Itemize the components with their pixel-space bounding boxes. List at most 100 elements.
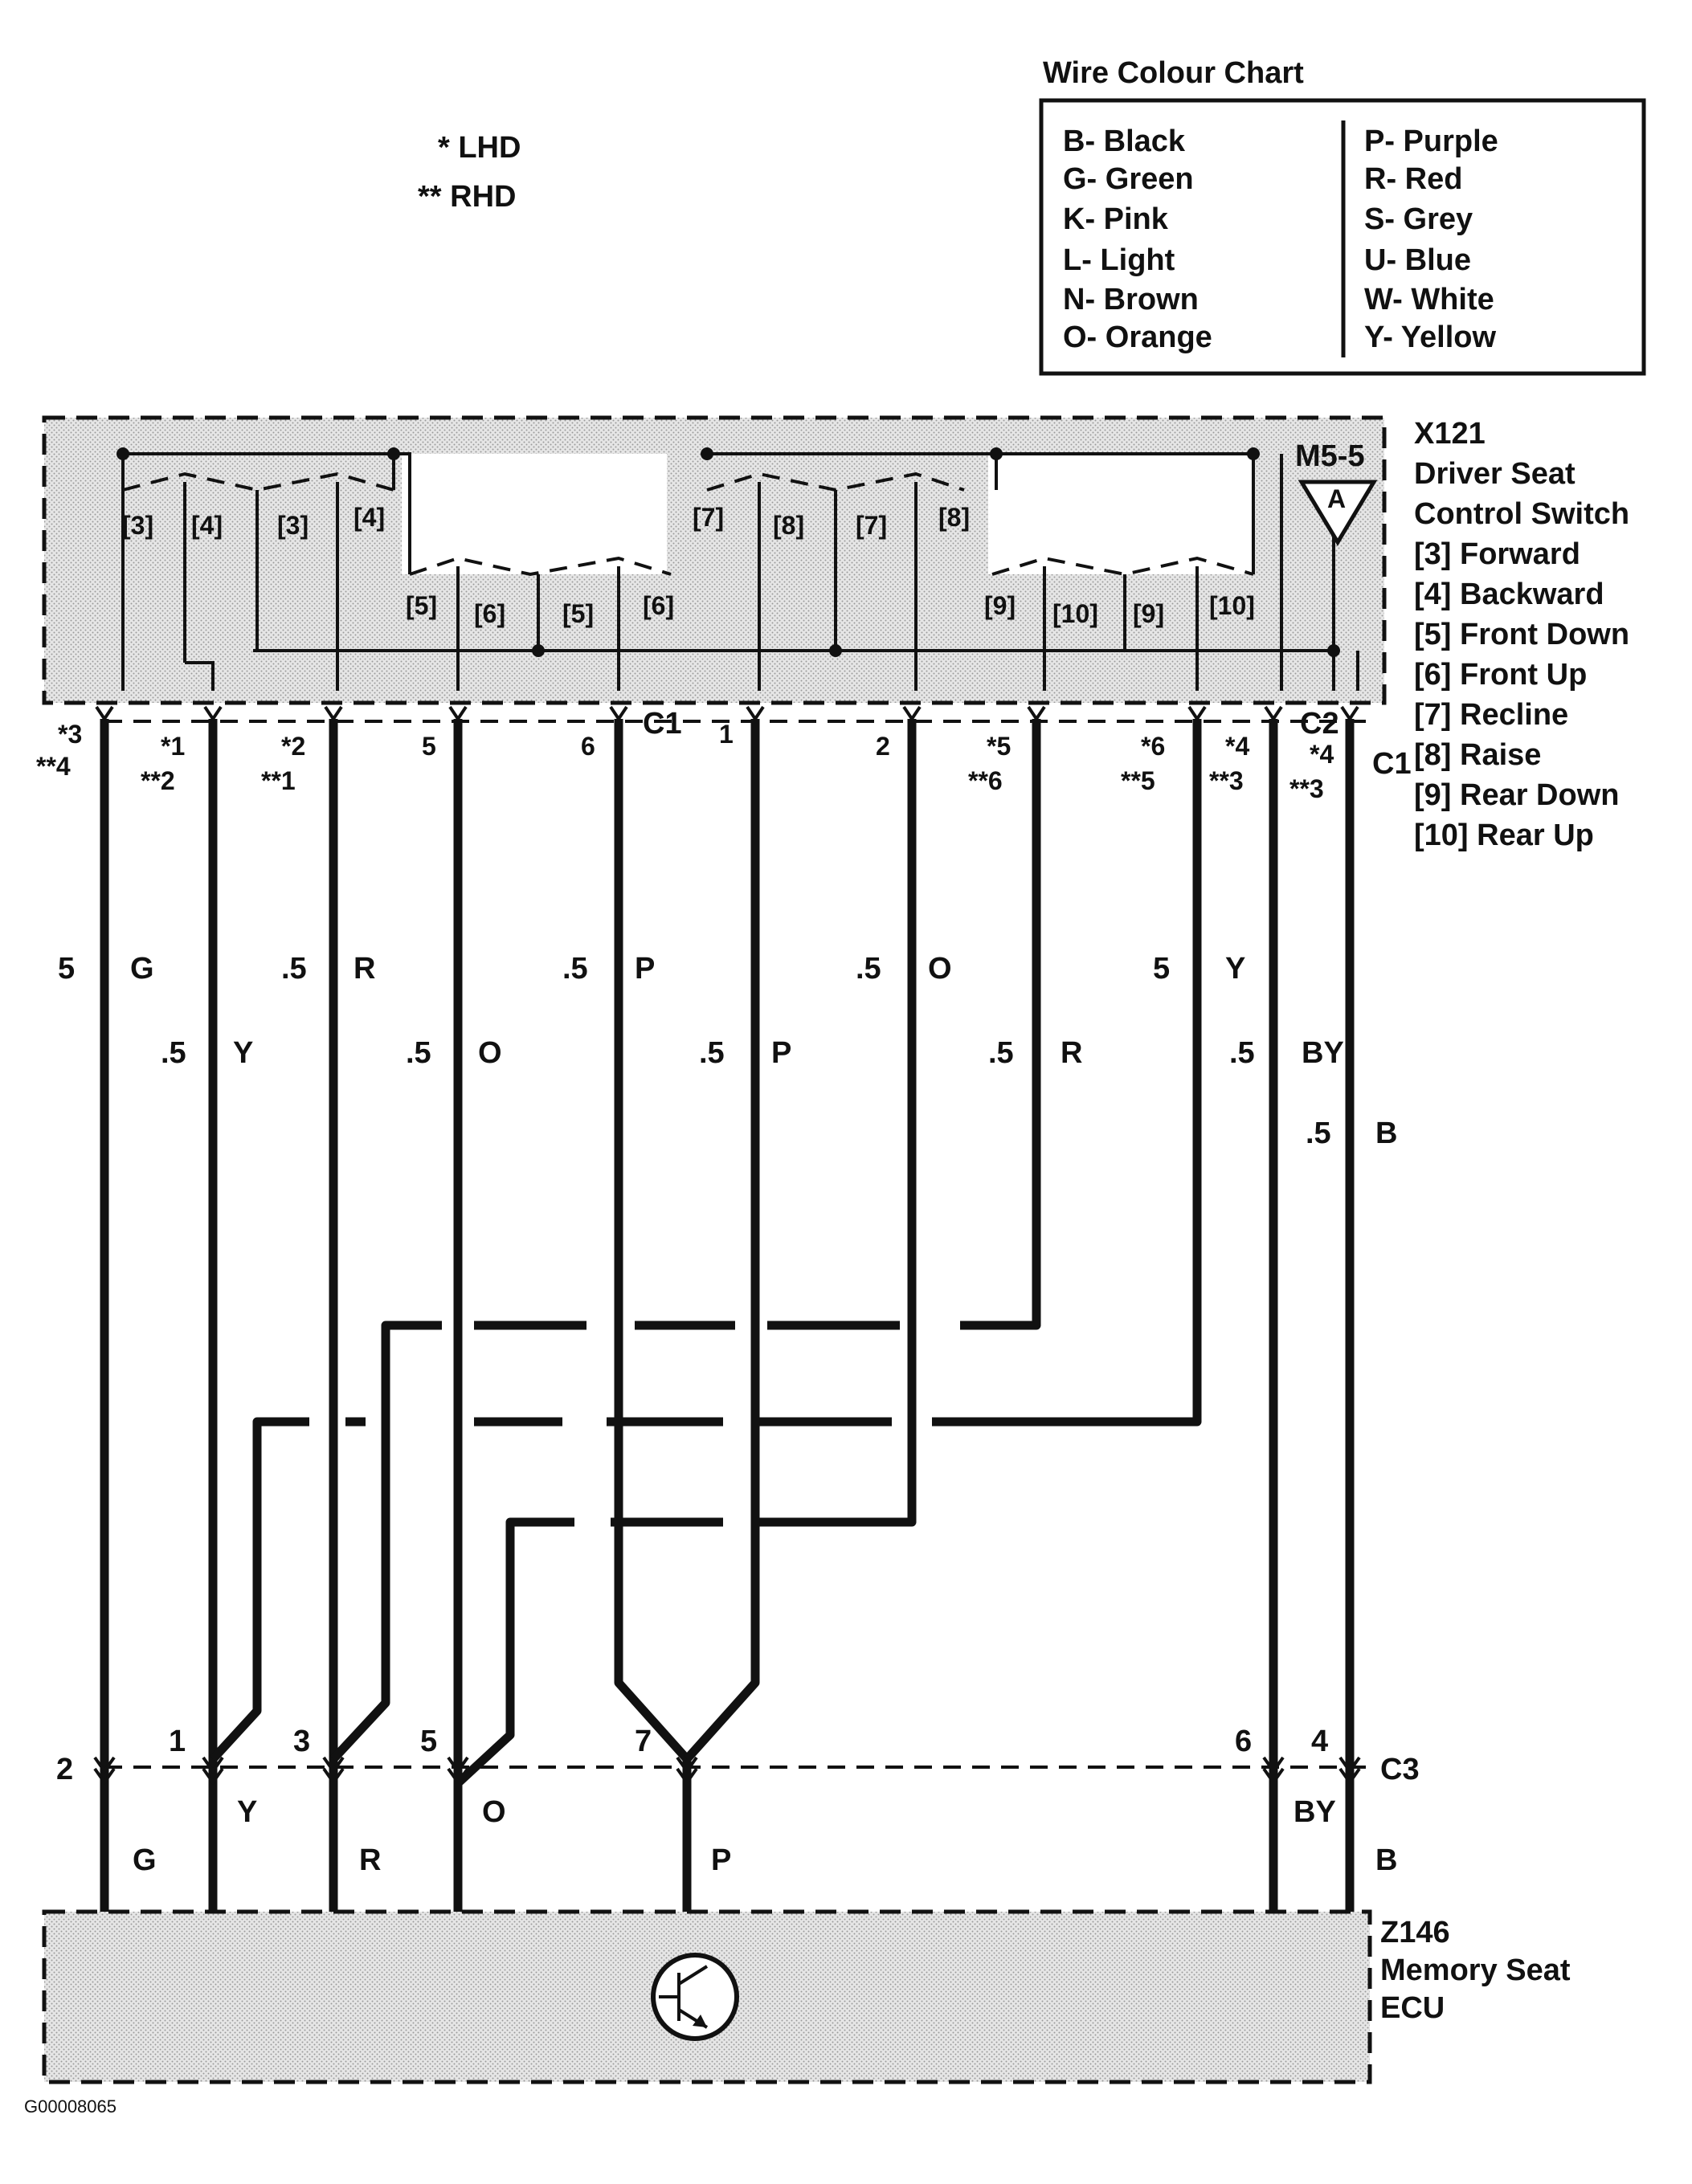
- connector-c3-label: C3: [1380, 1753, 1420, 1786]
- pin-lhd: *4: [1225, 732, 1249, 761]
- rhd-note: ** RHD: [418, 180, 516, 214]
- wire-colour: B: [1375, 1843, 1397, 1877]
- wire-y-cross: [932, 719, 1202, 1427]
- colour-s: S- Grey: [1364, 202, 1473, 236]
- colour-chart-title: Wire Colour Chart: [1043, 56, 1304, 90]
- pin-lhd: *4: [1310, 740, 1334, 769]
- pin-rhd: **1: [261, 766, 296, 795]
- wire-r-cross-low: [329, 1321, 442, 1762]
- function-forward: [3] Forward: [1414, 537, 1580, 571]
- pin-rhd: **5: [1121, 766, 1155, 795]
- wire-size: .5: [562, 952, 588, 986]
- pin-number: 6: [581, 732, 595, 761]
- contact-label: [4]: [354, 503, 385, 532]
- wire-colour-chart: Wire Colour Chart B- Black G- Green K- P…: [1039, 56, 1646, 376]
- wire-colour: R: [359, 1843, 381, 1877]
- pin-rhd: **2: [141, 766, 175, 795]
- ecu-name-2: ECU: [1380, 1991, 1445, 2025]
- pin-lhd: *5: [987, 732, 1011, 761]
- wire-colour: P: [711, 1843, 731, 1877]
- wire-colour: O: [928, 952, 952, 986]
- function-backward: [4] Backward: [1414, 578, 1604, 611]
- lhd-note: * LHD: [438, 131, 521, 165]
- wire-colour: P: [635, 952, 655, 986]
- pin-lhd: *6: [1141, 732, 1165, 761]
- wire-colour: BY: [1302, 1036, 1344, 1070]
- ground-symbol-label: A: [1327, 484, 1346, 513]
- contact-label: [8]: [938, 503, 970, 532]
- pin-lhd: *3: [58, 720, 82, 749]
- wire-size: .5: [1306, 1116, 1331, 1150]
- ecu-name-1: Memory Seat: [1380, 1953, 1571, 1987]
- colour-n: N- Brown: [1063, 283, 1199, 316]
- contact-label: [8]: [773, 511, 804, 540]
- function-rear-down: [9] Rear Down: [1414, 778, 1619, 812]
- wire-colour: Y: [237, 1795, 257, 1829]
- contact-label: [7]: [856, 511, 887, 540]
- colour-w: W- White: [1364, 283, 1494, 316]
- transistor-icon: [651, 1953, 739, 2041]
- pin-number: 1: [169, 1725, 186, 1758]
- wire-colour: G: [130, 952, 154, 986]
- contact-label: [3]: [277, 511, 309, 540]
- wire-o-cross-low: [455, 1517, 574, 1787]
- contact-label: [5]: [406, 591, 437, 620]
- wire-size: .5: [988, 1036, 1014, 1070]
- wire-colour: P: [771, 1036, 791, 1070]
- contact-label: [5]: [562, 599, 594, 628]
- top-pin-labels: *3 **4 *1 **2 *2 **1 5 6 1 2 *5 **6 *6 *…: [36, 720, 1334, 803]
- wire-size: 5: [1153, 952, 1170, 986]
- switch-name-2: Control Switch: [1414, 497, 1629, 531]
- contact-label: [6]: [474, 599, 505, 628]
- pin-number: 5: [422, 732, 436, 761]
- wire-labels: 5 G .5 R .5 P .5 O 5 Y .5 Y .5 O .5 P .5…: [58, 952, 1397, 1150]
- wire-colour: R: [354, 952, 375, 986]
- ground-reference: M5-5: [1295, 439, 1365, 473]
- wire-size: .5: [699, 1036, 725, 1070]
- function-front-up: [6] Front Up: [1414, 658, 1587, 692]
- switch-id: X121: [1414, 417, 1486, 451]
- driver-seat-control-switch: [3] [4] [3] [4] [5] [6] [5] [6] [7] [8] …: [42, 415, 1387, 705]
- bottom-pin-labels: 2 1 3 5 7 6 4: [56, 1725, 1328, 1786]
- contact-label: [3]: [122, 511, 153, 540]
- pin-lhd: *1: [161, 732, 185, 761]
- pin-number: 3: [293, 1725, 310, 1758]
- wire-colour: Y: [1225, 952, 1245, 986]
- contact-label: [4]: [191, 511, 223, 540]
- connector-c2-label: C2: [1300, 707, 1339, 741]
- wire-size: .5: [1229, 1036, 1255, 1070]
- pin-number: 5: [420, 1725, 437, 1758]
- function-raise: [8] Raise: [1414, 738, 1541, 772]
- wire-y-cross-low: [209, 1417, 309, 1762]
- colour-r: R- Red: [1364, 162, 1462, 196]
- pin-lhd: *2: [281, 732, 305, 761]
- wire-p-a: [614, 719, 691, 1762]
- wire-p-b: [683, 719, 760, 1762]
- wire-colour: B: [1375, 1116, 1397, 1150]
- ecu-id: Z146: [1380, 1916, 1450, 1949]
- pin-number: 4: [1311, 1725, 1328, 1758]
- wire-colour: BY: [1294, 1795, 1336, 1829]
- colour-b: B- Black: [1063, 125, 1186, 158]
- pin-number: 1: [719, 720, 734, 749]
- wire-r-cross: [960, 719, 1041, 1330]
- wire-size: .5: [406, 1036, 431, 1070]
- function-front-down: [5] Front Down: [1414, 618, 1629, 651]
- contact-label: [10]: [1209, 591, 1255, 620]
- colour-y: Y- Yellow: [1364, 320, 1496, 354]
- contact-label: [10]: [1052, 599, 1098, 628]
- pin-number: 2: [56, 1753, 73, 1786]
- pin-number: 7: [635, 1725, 652, 1758]
- figure-id: G00008065: [24, 2096, 116, 2117]
- bottom-colour-labels: G Y R O P BY B: [133, 1795, 1397, 1877]
- connector-c1b-label: C1: [1372, 747, 1412, 781]
- wire-harness: [95, 705, 1359, 1912]
- wire-o-cross: [759, 719, 917, 1527]
- wire-colour: R: [1061, 1036, 1082, 1070]
- pin-rhd: **4: [36, 752, 71, 781]
- contact-label: [9]: [1133, 599, 1164, 628]
- pin-rhd: **3: [1209, 766, 1244, 795]
- function-rear-up: [10] Rear Up: [1414, 818, 1594, 852]
- wire-size: 5: [58, 952, 75, 986]
- wire-colour: G: [133, 1843, 157, 1877]
